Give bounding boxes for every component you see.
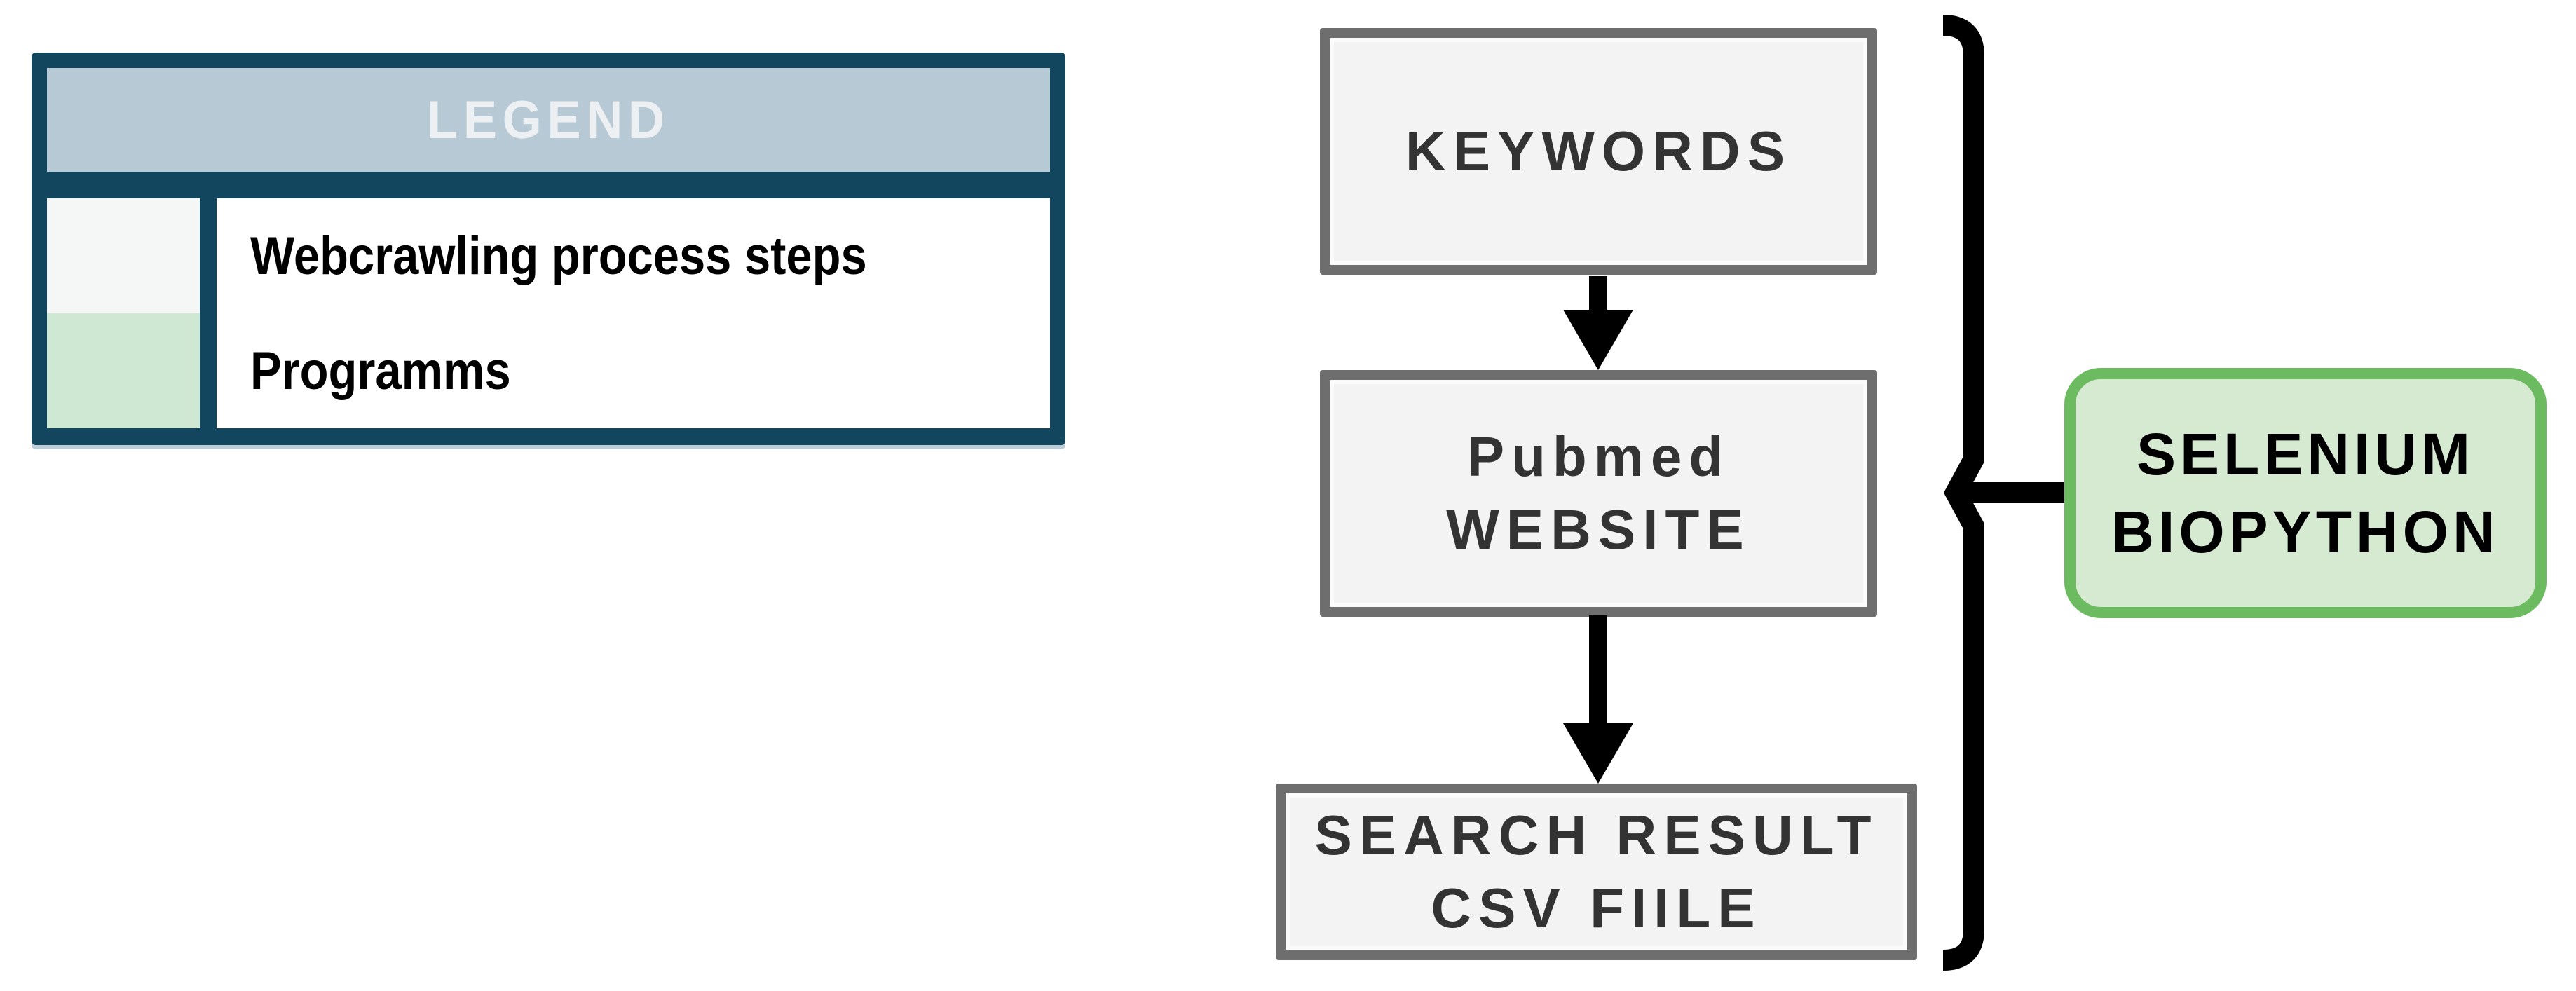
legend-title: LEGEND bbox=[427, 90, 670, 150]
flow-box-pubmed-line1: Pubmed bbox=[1466, 425, 1731, 488]
programs-box-selenium-biopython: SELENIUM BIOPYTHON bbox=[2064, 368, 2547, 618]
legend: LEGEND Webcrawling process steps Program… bbox=[32, 53, 1065, 445]
legend-row-programs: Programms bbox=[217, 313, 1050, 428]
flow-box-csv-line1: SEARCH RESULT bbox=[1314, 804, 1879, 866]
flow-box-search-result-csv: SEARCH RESULT CSV FIILE bbox=[1276, 784, 1917, 960]
flow-box-keywords: KEYWORDS bbox=[1320, 28, 1877, 275]
legend-row-process-steps: Webcrawling process steps bbox=[217, 198, 1050, 313]
legend-swatch-programs bbox=[47, 313, 200, 428]
programs-box-line2: BIOPYTHON bbox=[2111, 498, 2500, 565]
legend-swatch-process-steps bbox=[47, 198, 200, 313]
grouping-brace-icon bbox=[1942, 15, 2069, 971]
flow-box-pubmed-line2: WEBSITE bbox=[1446, 498, 1751, 561]
flow-box-pubmed-website: Pubmed WEBSITE bbox=[1320, 370, 1877, 617]
flow-box-csv-line2: CSV FIILE bbox=[1431, 877, 1762, 939]
legend-swatch-column bbox=[47, 198, 200, 428]
legend-label-panel: Webcrawling process steps Programms bbox=[217, 198, 1050, 428]
legend-header: LEGEND bbox=[47, 68, 1050, 172]
down-arrow-icon-1 bbox=[1563, 276, 1633, 370]
legend-label-programs: Programms bbox=[250, 341, 511, 401]
flow-box-keywords-label: KEYWORDS bbox=[1405, 120, 1792, 182]
programs-box-line1: SELENIUM bbox=[2136, 421, 2475, 487]
legend-label-process-steps: Webcrawling process steps bbox=[250, 226, 867, 286]
down-arrow-icon-2 bbox=[1563, 615, 1633, 784]
